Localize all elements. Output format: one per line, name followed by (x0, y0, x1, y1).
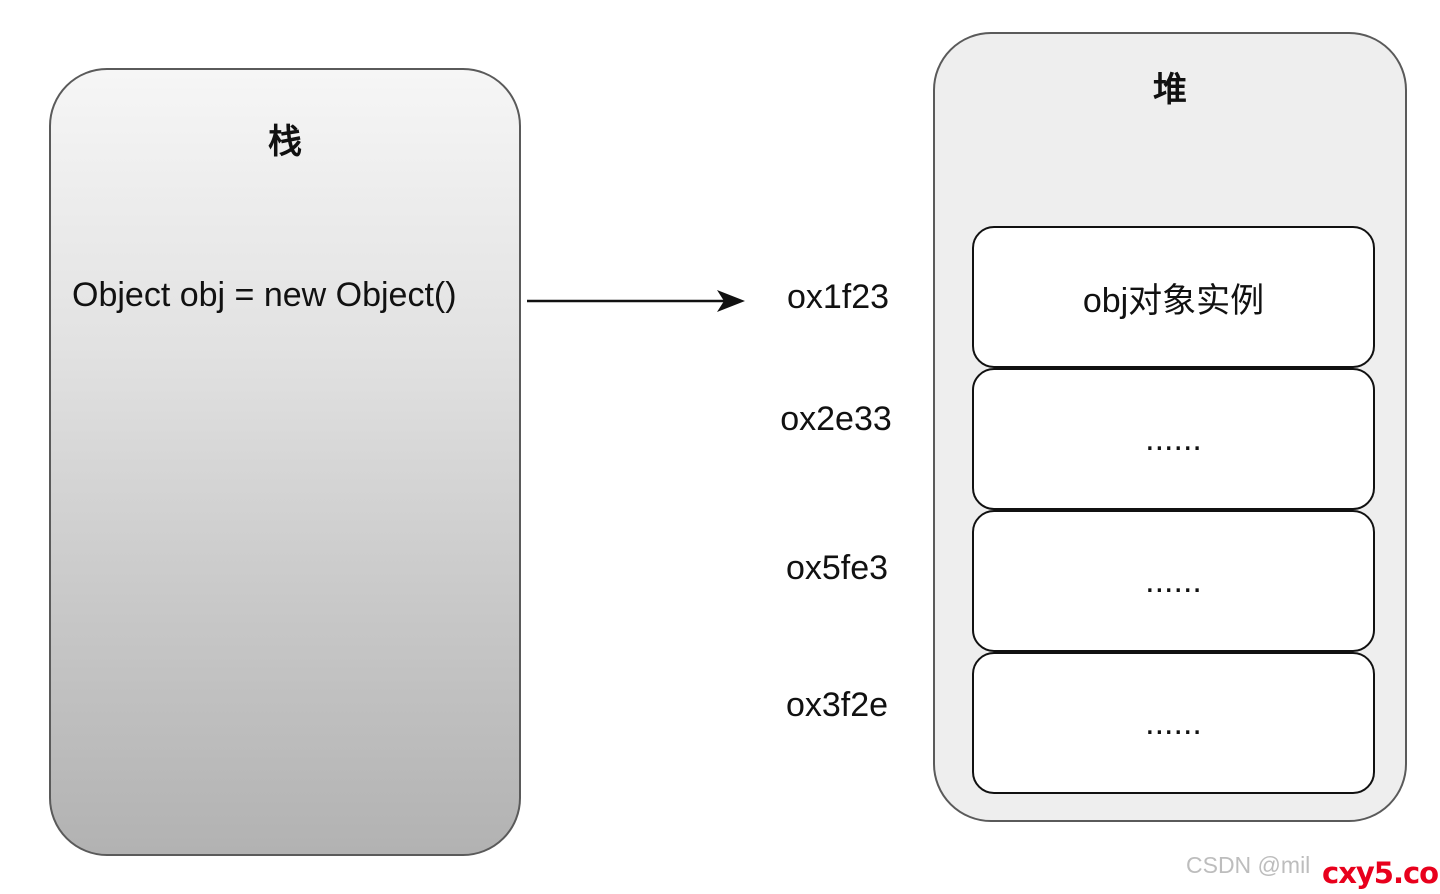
heap-title: 堆 (1153, 70, 1187, 110)
address-label: ox2e33 (780, 400, 892, 438)
heap-cell-label: ...... (1145, 561, 1202, 600)
heap-cell-label: ...... (1145, 419, 1202, 458)
csdn-watermark: CSDN @mil (1186, 852, 1311, 878)
stack-title: 栈 (268, 122, 302, 162)
heap-cell: obj对象实例 (972, 226, 1375, 368)
heap-cell-label: ...... (1145, 703, 1202, 742)
heap-cell-label: obj对象实例 (1082, 281, 1265, 320)
stack-container: 栈 (49, 68, 521, 856)
site-watermark: cxy5.com (1322, 856, 1440, 890)
address-label: ox5fe3 (785, 549, 889, 587)
reference-arrow (527, 290, 745, 312)
heap-cell: ...... (972, 652, 1375, 794)
stack-code-statement: Object obj = new Object() (72, 276, 457, 314)
heap-cell: ...... (972, 510, 1375, 652)
heap-cell: ...... (972, 368, 1375, 510)
address-label: ox3f2e (785, 686, 889, 724)
address-label: ox1f23 (786, 278, 890, 316)
